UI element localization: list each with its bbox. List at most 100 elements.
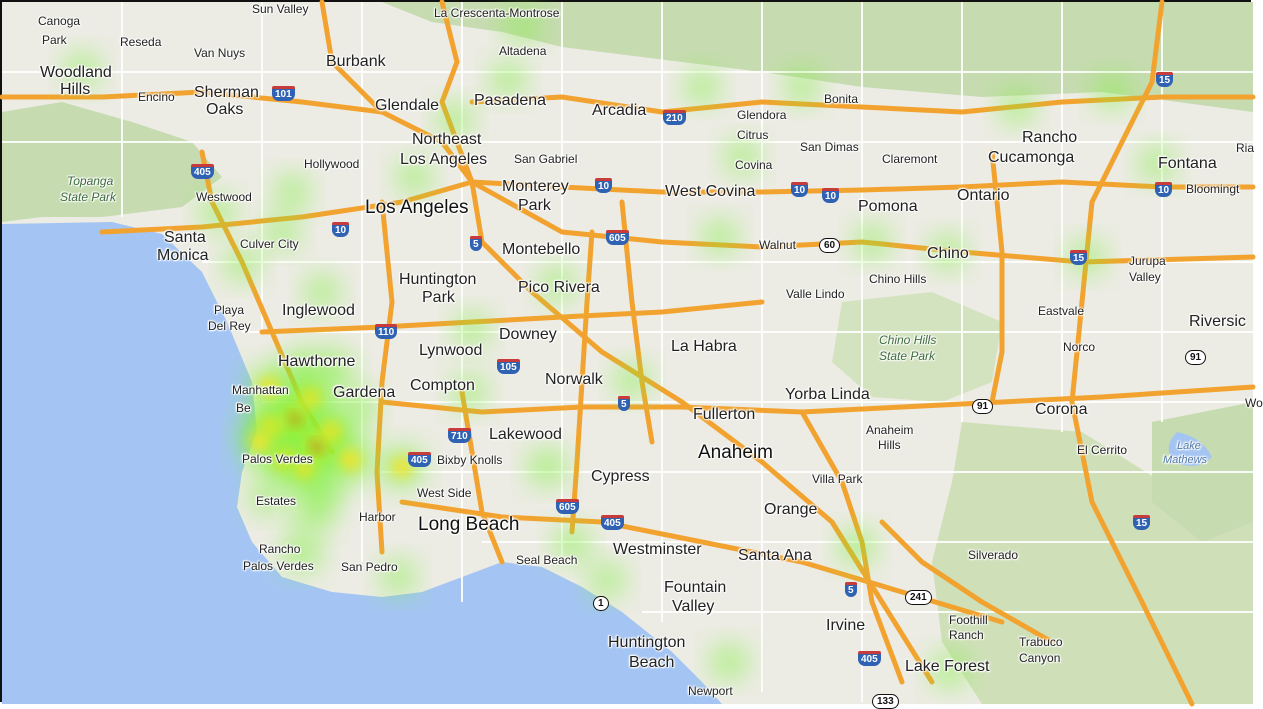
heat-point: [685, 70, 719, 104]
place-label: Santa: [164, 229, 206, 246]
route-shield-interstate: 605: [606, 230, 629, 245]
place-label: Wo: [1245, 396, 1263, 410]
route-shield-us: 101: [272, 86, 295, 101]
place-label: Glendale: [375, 97, 440, 114]
route-shield-interstate: 15: [1070, 250, 1088, 265]
place-label: Foothill: [949, 613, 988, 627]
place-label: Reseda: [120, 35, 162, 49]
place-label: Lake: [1177, 440, 1201, 452]
pacific-ocean: [2, 222, 722, 704]
route-shield-interstate: 5: [470, 236, 482, 251]
place-label: Corona: [1035, 401, 1088, 418]
place-label: San Pedro: [341, 560, 398, 574]
place-label: Valle Lindo: [786, 287, 845, 301]
heatmap-layer: [65, 9, 1174, 688]
place-label: Fountain: [664, 579, 727, 596]
place-label: Monterey: [502, 178, 569, 195]
heat-point: [438, 103, 472, 137]
chino-hills-park: [832, 292, 1002, 402]
place-label: Anaheim: [866, 423, 914, 437]
route-shield-interstate: 405: [858, 651, 881, 666]
heat-point: [491, 63, 525, 97]
route-shield-state: 241: [905, 590, 932, 605]
heat-point: [328, 438, 372, 482]
place-label: La Crescenta-Montrose: [434, 6, 560, 20]
santa-monica-mountains: [2, 102, 222, 222]
place-label: Hills: [60, 81, 91, 98]
heat-point: [65, 53, 99, 87]
place-label: Los Angeles: [400, 151, 488, 168]
heat-point: [282, 350, 322, 390]
place-label: Norco: [1063, 340, 1096, 354]
heat-point: [1000, 90, 1034, 124]
place-label: Canoga: [38, 14, 81, 28]
place-label: Hollywood: [304, 157, 360, 171]
place-label: Park: [422, 289, 455, 306]
place-label: Pico Rivera: [518, 279, 600, 296]
place-label: Pasadena: [474, 92, 547, 109]
place-label: Chino: [927, 245, 969, 262]
place-label: Sherman: [194, 84, 259, 101]
route-shield-state: 60: [819, 238, 841, 253]
heat-point: [239, 421, 281, 463]
place-label: Bixby Knolls: [437, 453, 503, 467]
heat-point: [590, 563, 624, 597]
route-shield-interstate: 5: [845, 582, 857, 597]
heat-point: [249, 366, 291, 408]
place-label: Fullerton: [693, 406, 756, 423]
place-label: Villa Park: [812, 472, 863, 486]
route-shield-state: 133: [872, 694, 899, 709]
place-label: Park: [42, 33, 67, 47]
place-label: Norwalk: [545, 371, 603, 388]
place-label: Riversic: [1189, 313, 1246, 330]
place-label: San Gabriel: [514, 152, 578, 166]
heat-point: [839, 529, 875, 565]
place-label: Palos Verdes: [242, 452, 313, 466]
place-label: Culver City: [240, 237, 299, 251]
place-label: Bonita: [824, 92, 859, 106]
place-label: Long Beach: [418, 514, 520, 535]
place-label: Ontario: [957, 187, 1010, 204]
heat-point: [930, 235, 964, 269]
place-label: Claremont: [882, 152, 938, 166]
place-label: Altadena: [499, 44, 547, 58]
place-label: El Cerrito: [1077, 443, 1128, 457]
place-label: Cypress: [591, 468, 650, 485]
place-label: Los Angeles: [365, 197, 469, 218]
place-label: Lynwood: [419, 342, 483, 359]
heat-point: [725, 140, 759, 174]
place-label: State Park: [60, 190, 117, 204]
place-label: Hawthorne: [278, 353, 356, 370]
place-label: Be: [236, 401, 251, 415]
place-label: Chino Hills: [879, 333, 937, 347]
place-label: Westminster: [613, 541, 702, 558]
route-shield-interstate: 10: [791, 182, 809, 197]
heat-point: [295, 493, 333, 531]
heat-point: [455, 313, 489, 347]
route-shield-interstate: 210: [663, 110, 686, 125]
route-shield-interstate: 105: [497, 359, 520, 374]
route-shield-interstate: 710: [448, 428, 471, 443]
place-label: Cucamonga: [988, 149, 1075, 166]
place-label: Manhattan: [232, 383, 289, 397]
place-label: Trabuco: [1019, 635, 1063, 649]
heat-point: [338, 388, 376, 426]
place-label: Walnut: [759, 238, 796, 252]
place-label: Montebello: [502, 241, 581, 258]
route-shield-interstate: 15: [1156, 72, 1174, 87]
place-label: Del Rey: [208, 319, 251, 333]
heat-point: [265, 215, 299, 249]
place-label: Inglewood: [282, 302, 355, 319]
heat-point: [305, 275, 339, 309]
heat-point: [397, 160, 431, 194]
place-label: West Covina: [665, 183, 756, 200]
place-label: Arcadia: [592, 102, 647, 119]
heat-point: [615, 363, 649, 397]
place-label: Eastvale: [1038, 304, 1085, 318]
place-label: Lake Forest: [905, 658, 990, 675]
lake-mathews: [1168, 432, 1212, 466]
place-label: Canyon: [1019, 651, 1061, 665]
heat-point: [505, 9, 539, 43]
